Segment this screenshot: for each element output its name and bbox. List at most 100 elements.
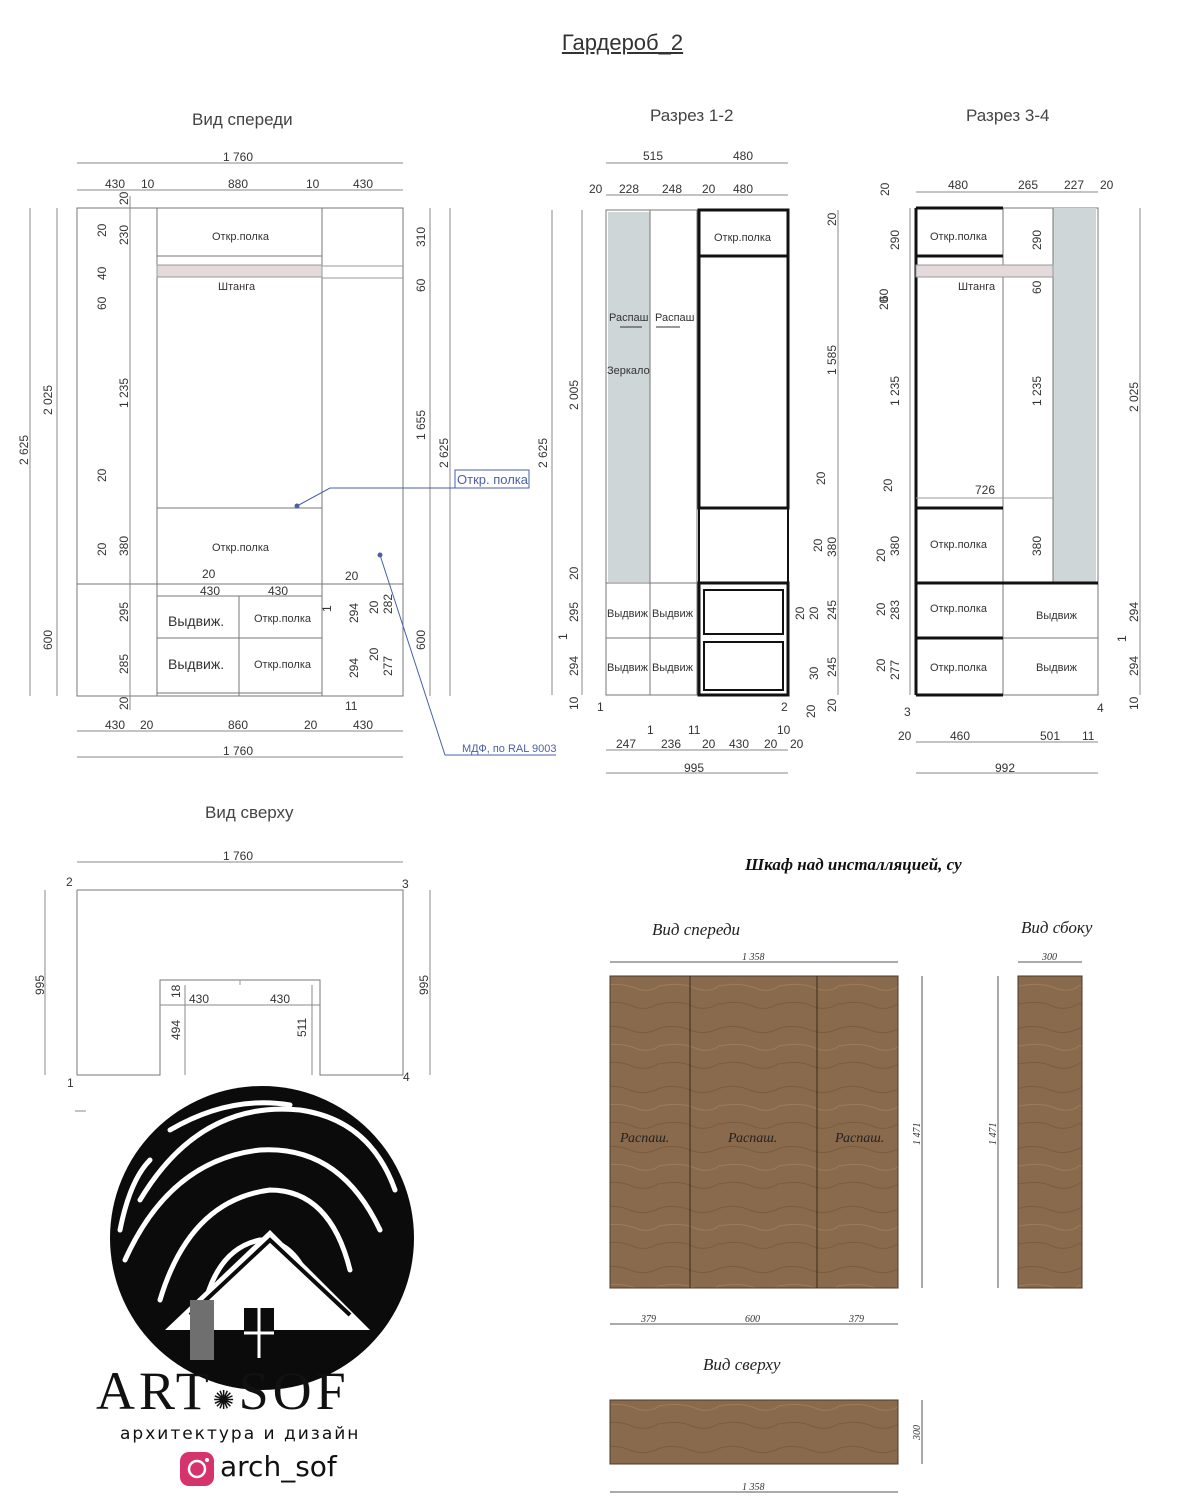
s12-drawer-4: Выдвиж: [652, 662, 694, 674]
front-dim-b1: 20: [140, 718, 154, 732]
s12-left-outer: 2 625: [536, 438, 550, 468]
s12-r5: 20: [793, 606, 807, 620]
s34-l10: 277: [888, 660, 902, 680]
front-dim-r0: 310: [414, 227, 428, 247]
front-dim-l3: 40: [95, 266, 109, 280]
front-rod-label: Штанга: [218, 281, 256, 293]
front-dim-s2: 294: [347, 658, 361, 678]
s34-t1: 480: [948, 178, 968, 192]
front-dim-top-total: 1 760: [223, 150, 253, 164]
top-depth-right: 995: [417, 975, 431, 995]
cabinet-depth: 300: [912, 1425, 923, 1441]
s34-open-shelf-2: Откр.полка: [930, 539, 988, 551]
front-dim-l10: 285: [117, 654, 131, 674]
top-depth-left: 995: [33, 975, 47, 995]
s34-bottom-total: 992: [995, 761, 1015, 775]
s12-r0: 20: [825, 212, 839, 226]
s34-open-shelf-4: Откр.полка: [930, 662, 988, 674]
front-open-shelf-top: Откр.полка: [212, 231, 270, 243]
top-inner-1: 430: [189, 992, 209, 1006]
front-dim-dw1: 430: [268, 584, 288, 598]
s12-marker-2: 2: [781, 700, 788, 714]
section-12-view: [605, 208, 790, 697]
top-inner-0: 18: [169, 984, 183, 998]
front-dim-l7: 20: [95, 542, 109, 556]
front-dim-r1: 60: [414, 278, 428, 292]
s12-r2: 20: [814, 471, 828, 485]
s34-inner-width: 726: [975, 483, 995, 497]
s12-l4: 294: [567, 656, 581, 676]
cabinet-front: [609, 975, 899, 1289]
front-open-shelf-mid: Откр.полка: [212, 542, 270, 554]
s12-top-a1: 480: [733, 149, 753, 163]
cabinet-door-w0: 379: [640, 1314, 656, 1325]
front-dim-l2: 20: [117, 191, 131, 205]
s12-r6: 20: [807, 606, 821, 620]
front-open-shelf-d1: Откр.полка: [254, 613, 312, 625]
cabinet-door-2: Распаш.: [727, 1131, 777, 1146]
s34-m0: 290: [1030, 230, 1044, 250]
top-corner-1: 1: [67, 1076, 74, 1090]
logo-brand: ART✺SOF: [96, 1361, 350, 1421]
front-dim-t0: 430: [105, 177, 125, 191]
front-dim-b3: 20: [304, 718, 318, 732]
s12-bot-total: 995: [684, 761, 704, 775]
s34-open-shelf-1: Откр.полка: [930, 231, 988, 243]
cabinet-side-depth: 300: [1041, 952, 1057, 963]
s12-l3: 1: [556, 633, 570, 640]
s34-r0: 2 025: [1127, 382, 1141, 412]
front-dim-s0: 1: [320, 605, 334, 612]
front-dim-r3: 600: [414, 630, 428, 650]
mirror-panel: [608, 212, 650, 582]
s34-l7: 20: [874, 602, 888, 616]
front-dim-s3: 20: [367, 600, 381, 614]
s34-rod: Штанга: [958, 281, 996, 293]
front-view-title: Вид спереди: [192, 110, 293, 129]
s34-l8: 283: [888, 600, 902, 620]
cabinet-side: [1017, 975, 1083, 1289]
s12-top-b4: 480: [733, 182, 753, 196]
s34-r1: 294: [1127, 602, 1141, 622]
cabinet-top-width: 1 358: [742, 1482, 765, 1493]
front-dim-b2: 860: [228, 718, 248, 732]
front-dim-l8: 380: [117, 536, 131, 556]
logo-handle: arch_sof: [220, 1450, 337, 1483]
s12-l5: 10: [567, 696, 581, 710]
s34-l9: 20: [874, 658, 888, 672]
front-dim-s1: 294: [347, 603, 361, 623]
top-inner-2: 430: [270, 992, 290, 1006]
s34-b2: 501: [1040, 729, 1060, 743]
s12-drawer-1: Выдвиж: [607, 608, 649, 620]
front-dim-l1: 230: [117, 225, 131, 245]
s12-bot-a0: 1: [647, 723, 654, 737]
s12-l2: 295: [567, 602, 581, 622]
front-dim-b0: 430: [105, 718, 125, 732]
front-dim-l0: 20: [95, 223, 109, 237]
front-dim-l9: 295: [117, 602, 131, 622]
s12-top-a0: 515: [643, 149, 663, 163]
s34-t2: 265: [1018, 178, 1038, 192]
s34-b1: 460: [950, 729, 970, 743]
cabinet-door-w2: 379: [848, 1314, 864, 1325]
top-view-title: Вид сверху: [205, 803, 294, 822]
s12-bot-b0: 247: [616, 737, 636, 751]
front-dim-t2: 880: [228, 177, 248, 191]
cabinet-height: 1 471: [912, 1123, 923, 1146]
s12-r3: 20: [811, 538, 825, 552]
s34-l2: 60: [877, 288, 891, 302]
cabinet-door-3: Распаш.: [834, 1131, 884, 1146]
mdf-callout: МДФ, по RAL 9003: [462, 743, 557, 755]
front-dim-bottom-total: 1 760: [223, 744, 253, 758]
s12-r8: 30: [807, 666, 821, 680]
top-width: 1 760: [223, 849, 253, 863]
page-title: Гардероб_2: [561, 30, 684, 55]
top-corner-3: 3: [402, 877, 409, 891]
front-dim-left-outer: 2 625: [17, 435, 31, 465]
s12-top-b2: 248: [662, 182, 682, 196]
front-dim-t1: 10: [141, 177, 155, 191]
front-dim-gap1: 20: [345, 569, 359, 583]
s34-l4: 20: [881, 478, 895, 492]
s12-l0: 2 005: [567, 380, 581, 410]
front-dim-l4: 60: [95, 296, 109, 310]
front-dim-s4: 282: [381, 594, 395, 614]
